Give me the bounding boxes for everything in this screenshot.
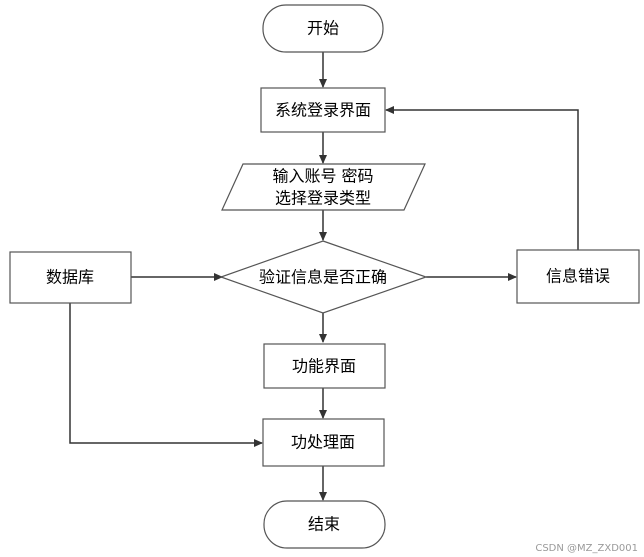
node-function-ui: 功能界面 <box>263 343 386 389</box>
node-process-label: 功处理面 <box>291 433 355 452</box>
node-error: 信息错误 <box>516 249 640 304</box>
node-input: 输入账号 密码 选择登录类型 <box>221 163 426 211</box>
node-database: 数据库 <box>9 251 132 304</box>
edge-database-to-process <box>69 303 263 447</box>
node-input-label-line2: 选择登录类型 <box>275 189 371 208</box>
node-error-label: 信息错误 <box>546 267 610 286</box>
node-login: 系统登录界面 <box>260 87 386 133</box>
node-end: 结束 <box>263 500 386 549</box>
edge-error-to-login <box>385 106 579 250</box>
node-start: 开始 <box>262 4 384 53</box>
node-login-label: 系统登录界面 <box>275 101 371 120</box>
node-function-ui-label: 功能界面 <box>292 357 356 376</box>
node-start-label: 开始 <box>307 19 339 38</box>
node-verify-label: 验证信息是否正确 <box>259 268 387 287</box>
node-database-label: 数据库 <box>46 268 94 287</box>
node-process: 功处理面 <box>262 418 385 467</box>
node-input-label-line1: 输入账号 密码 <box>272 167 373 186</box>
node-verify: 验证信息是否正确 <box>219 240 428 314</box>
edges <box>69 52 579 501</box>
watermark: CSDN @MZ_ZXD001 <box>535 543 638 554</box>
node-end-label: 结束 <box>308 515 340 534</box>
